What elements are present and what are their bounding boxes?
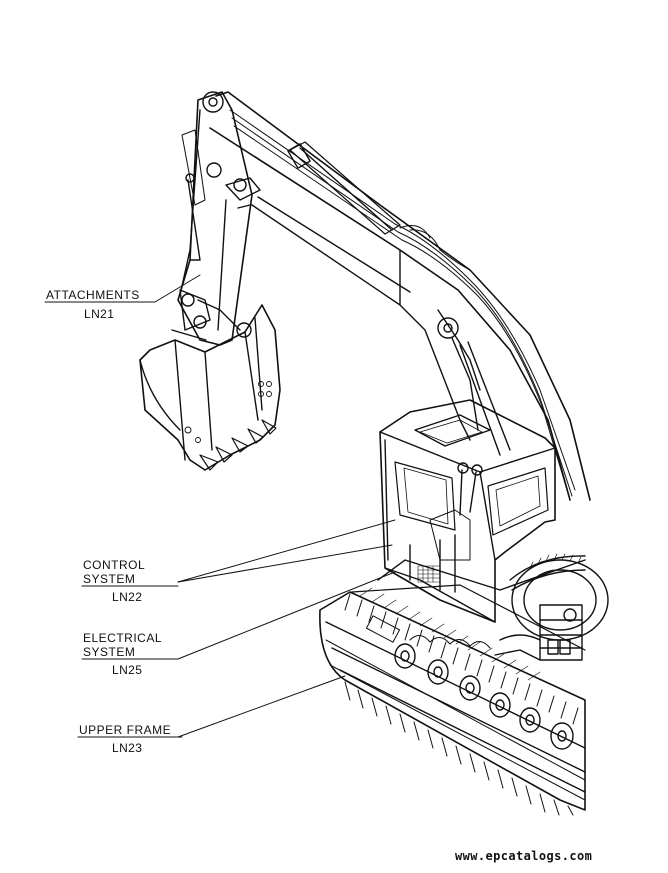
upper-frame-structure bbox=[377, 553, 609, 661]
callout-control-line2: SYSTEM bbox=[83, 572, 136, 586]
callout-electrical-line2: SYSTEM bbox=[83, 645, 136, 659]
callout-electrical-code: LN25 bbox=[112, 663, 143, 677]
boom bbox=[209, 91, 591, 501]
leader-lines bbox=[44, 274, 396, 738]
callout-upper-frame-code: LN23 bbox=[112, 741, 143, 755]
callout-control-code: LN22 bbox=[112, 590, 143, 604]
callout-attachments-label: ATTACHMENTS bbox=[46, 288, 140, 302]
callout-control-line1: CONTROL bbox=[83, 558, 146, 572]
callout-attachments-code: LN21 bbox=[84, 307, 115, 321]
callout-upper-frame-label: UPPER FRAME bbox=[79, 723, 172, 737]
watermark-link[interactable]: www.epcatalogs.com bbox=[455, 849, 593, 863]
callout-electrical-line1: ELECTRICAL bbox=[83, 631, 163, 645]
operator-cab bbox=[379, 399, 556, 623]
crawler-track bbox=[319, 584, 586, 816]
arm-stick bbox=[171, 91, 261, 346]
bucket bbox=[139, 304, 281, 471]
